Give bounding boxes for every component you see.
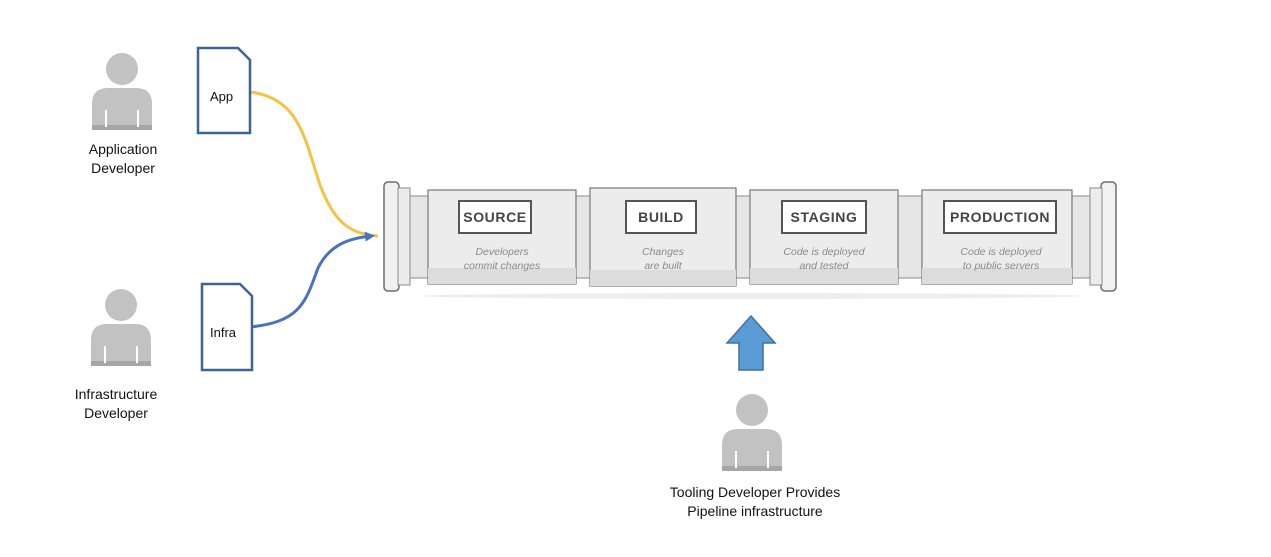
stage-desc-staging-line1: Code is deployed: [783, 246, 865, 258]
stage-desc-production-line2: to public servers: [963, 260, 1040, 272]
application-developer-label: Application Developer: [88, 141, 158, 176]
app-document-label: App: [210, 89, 233, 104]
infra-flow-curve: [249, 231, 375, 329]
infrastructure-developer-person-icon: [91, 289, 151, 366]
infra-document-label: Infra: [210, 325, 237, 340]
stage-title-staging: STAGING: [791, 209, 858, 225]
infra-document-icon: [200, 282, 254, 372]
infrastructure-developer-label: Infrastructure Developer: [74, 386, 158, 421]
stage-desc-build-line2: are built: [644, 260, 682, 272]
stage-desc-source-line2: commit changes: [464, 260, 541, 272]
stage-title-build: BUILD: [638, 209, 684, 225]
app-flow-curve: [249, 90, 379, 238]
application-developer-person-icon: [92, 53, 152, 130]
stage-desc-staging-line2: and tested: [799, 260, 849, 272]
pipeline-diagram: SOURCE BUILD STAGING PRODUCTION Develope…: [383, 181, 1117, 299]
tooling-developer-label: Tooling Developer Provides Pipeline infr…: [669, 484, 841, 519]
stage-desc-source-line1: Developers: [475, 246, 529, 258]
tooling-developer-person-icon: [722, 394, 782, 471]
stage-desc-build-line1: Changes: [642, 246, 685, 258]
up-arrow-icon: [725, 314, 777, 371]
app-document-icon: [196, 46, 252, 135]
stage-desc-production-line1: Code is deployed: [960, 246, 1042, 258]
stage-title-source: SOURCE: [463, 209, 527, 225]
stage-title-production: PRODUCTION: [950, 209, 1050, 225]
